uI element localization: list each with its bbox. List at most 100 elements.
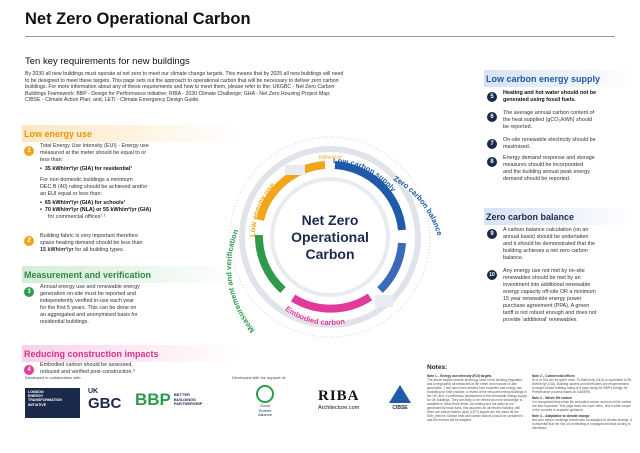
bbp-text-line: BUILDINGS <box>173 396 196 402</box>
item-9-line: annual basis) should be undertaken <box>503 234 589 240</box>
cibse-logo: CIBSE <box>385 385 415 420</box>
wheel-kwh-label: kWh/m²/yr <box>319 155 342 161</box>
bbp-text-line: PARTNERSHIP <box>173 401 203 407</box>
leti-line: INITIATIVE <box>28 402 47 407</box>
item-6-line: the heat supplied (gCO₂/kWh) should <box>503 117 592 123</box>
item-8-line: and the building annual peak energy <box>503 169 590 175</box>
note-1-title: Note 1 – Energy use intensity (EUI) targ… <box>427 374 492 378</box>
cibse-triangle-icon <box>389 385 411 403</box>
number-badge-4: 4 <box>24 365 34 375</box>
item-10-line: renewables should be met by an <box>503 275 581 281</box>
note-4-title: Note 4 – Adaptation to climate change <box>532 414 590 418</box>
item-2-line: space heating demand should be less than <box>40 240 143 246</box>
number-badge-5: 5 <box>487 92 497 102</box>
item-1-residential-target: • 35 kWh/m²/yr (GIA) for residential¹ <box>40 166 133 172</box>
number-badge-7: 7 <box>487 139 497 149</box>
offices-target-tail: for commercial offices¹ ² <box>48 214 106 220</box>
notes-column-2: Note 2 – Commercial offices NLA or GIA c… <box>532 374 632 430</box>
cibse-text: CIBSE <box>392 405 408 411</box>
item-5-line: Heating and hot water should not be <box>503 90 597 96</box>
item-2-target-line: 15 kWh/m²/yr for all building types. <box>40 247 240 254</box>
page-subtitle: Ten key requirements for new buildings <box>25 56 190 67</box>
item-10-line: Any energy use not met by on-site <box>503 268 585 274</box>
item-7: On-site renewable electricity should be … <box>503 137 633 151</box>
item-2-line: Building fabric is very important theref… <box>40 233 138 239</box>
item-8-line: demand should be reported. <box>503 176 571 182</box>
ukgbc-uk: UK <box>88 388 99 395</box>
construction-header: Reducing construction impacts <box>22 345 240 362</box>
item-10: Any energy use not met by on-site renewa… <box>503 268 633 324</box>
embodied-segment <box>290 293 373 313</box>
item-10-line: purchase agreement (PPA). A green <box>503 303 590 309</box>
item-3-line: generation on-site must be reported and <box>40 291 136 297</box>
wind-turbine-icon <box>375 295 393 307</box>
item-1-line: Total Energy Use Intensity (EUI) - Energ… <box>40 143 149 149</box>
item-7-line: On-site renewable electricity should be <box>503 137 596 143</box>
number-badge-9: 9 <box>487 229 497 239</box>
item-7-line: maximised. <box>503 144 531 150</box>
leti-line: LONDON <box>28 390 44 394</box>
item-4-line: reduced and verified post-construction.³ <box>40 369 135 375</box>
item-3-line: Annual energy use and renewable energy <box>40 284 140 290</box>
item-1-line: less than: <box>40 157 64 163</box>
wheel-center-line-3: Carbon <box>306 246 355 262</box>
net-zero-wheel: Net Zero Operational Carbon Low energy u… <box>224 136 444 338</box>
page-title: Net Zero Operational Carbon <box>25 10 251 28</box>
residential-target-text: 35 kWh/m²/yr (GIA) for residential¹ <box>44 166 133 172</box>
item-1-line: measured at the meter should be equal to… <box>40 150 147 156</box>
item-3-line: for the first 5 years. This can be done … <box>40 305 137 311</box>
leti-logo: LONDON ENERGY TRANSFORMATION INITIATIVE <box>25 388 80 418</box>
item-8-line: measures should be incorporated <box>503 162 584 168</box>
item-10-line: 15 year renewable energy power <box>503 296 582 302</box>
wheel-center-line-2: Operational <box>291 229 369 245</box>
ukgbc-gbc: GBC <box>88 395 122 412</box>
item-2-tail: for all building types. <box>75 247 125 253</box>
space-heating-target: 15 kWh/m²/yr <box>40 247 74 253</box>
house-icon <box>285 165 305 175</box>
outer-dotted-ring <box>229 136 431 338</box>
item-6-line: be reported. <box>503 124 533 130</box>
supply-header: Low carbon energy supply <box>484 70 634 87</box>
note-3-body: It is recognised that whole life embodie… <box>532 400 632 412</box>
item-6: The average annual carbon content of the… <box>503 110 633 131</box>
item-1-nondom-line: For non-domestic buildings a minimum <box>40 177 133 183</box>
item-3-line: independently verified in-use each year <box>40 298 134 304</box>
bbp-text: BETTER BUILDINGS PARTNERSHIP <box>173 392 203 407</box>
item-9-line: balance. <box>503 255 524 261</box>
number-badge-8: 8 <box>487 157 497 167</box>
balance-segment <box>377 242 406 293</box>
item-10-line: energy capacity off-site OR a minimum <box>503 289 596 295</box>
note-4-body: Net zero carbon buildings should also be… <box>532 418 632 430</box>
item-10-line: provide 'additional' renewables. <box>503 317 578 323</box>
item-9-line: A carbon balance calculation (on an <box>503 227 589 233</box>
energy-use-segment <box>256 161 326 222</box>
note-3-title: Note 3 – Whole life carbon <box>532 396 572 400</box>
item-4-line: Embodied carbon should be assessed, <box>40 362 133 368</box>
gha-line: Good <box>260 403 270 408</box>
balance-header: Zero carbon balance <box>484 208 634 225</box>
bbp-text-line: BETTER <box>173 392 190 398</box>
riba-subtext: Architecture.com <box>318 405 360 411</box>
intro-paragraph: By 2030 all new buildings must operate a… <box>25 71 344 104</box>
gha-line: Alliance <box>257 412 272 418</box>
leti-line: ENERGY <box>28 394 44 399</box>
item-10-line: investment into additional renewable <box>503 282 591 288</box>
balance-heading: Zero carbon balance <box>486 211 575 222</box>
gha-logo: Good Homes Alliance <box>245 385 285 423</box>
gha-circle-icon <box>256 385 274 403</box>
number-badge-3: 3 <box>24 287 34 297</box>
bbp-logo: BBP BETTER BUILDINGS PARTNERSHIP <box>135 390 202 410</box>
construction-heading: Reducing construction impacts <box>24 348 159 359</box>
item-10-line: tariff is not robust enough and does not <box>503 310 597 316</box>
item-8-line: Energy demand response and storage <box>503 155 595 161</box>
schools-target-text: 65 kWh/m²/yr (GIA) for schools¹ <box>44 200 126 206</box>
item-3: Annual energy use and renewable energy g… <box>40 284 240 326</box>
outer-light-ring <box>239 146 421 328</box>
number-badge-2: 2 <box>24 236 34 246</box>
wheel-center-line-1: Net Zero <box>302 212 359 228</box>
note-1-body: The above targets include all energy use… <box>427 378 527 422</box>
support-label: Developed with the support of: <box>232 375 287 380</box>
number-badge-6: 6 <box>487 112 497 122</box>
supply-heading: Low carbon energy supply <box>486 73 601 84</box>
ukgbc-logo: UK GBC <box>88 388 130 418</box>
